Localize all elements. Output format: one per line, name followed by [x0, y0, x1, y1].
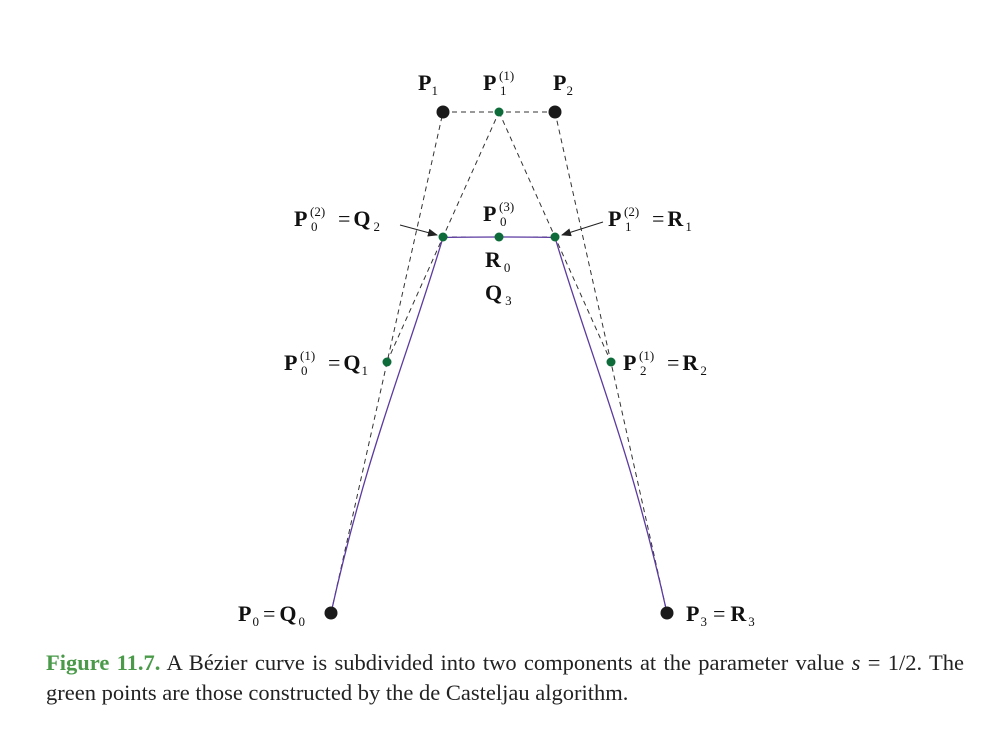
caption-equation: = 1/2	[860, 650, 917, 675]
caption-text-1: A Bézier curve is subdivided into two co…	[160, 650, 852, 675]
label-p0-1-sup: (1)	[300, 348, 315, 363]
label-p1-1-sup: (1)	[499, 68, 514, 83]
casteljau-point-q2	[438, 232, 448, 242]
label-p1-1-sub: 1	[500, 83, 507, 98]
label-p0-3: P	[483, 201, 496, 226]
label-p0-3-sup: (3)	[499, 199, 514, 214]
label-p0-1-sub: 0	[301, 363, 308, 378]
control-point-p0	[324, 606, 338, 620]
casteljau-point-r1	[550, 232, 560, 242]
label-p2-1-sub: 2	[640, 363, 647, 378]
caption-text-2: . The green points are those constructed…	[46, 650, 964, 705]
figure-number: Figure 11.7.	[46, 650, 161, 675]
label-p1-2-sup: (2)	[624, 204, 639, 219]
arrow-to-r1	[561, 221, 604, 237]
control-point-p1	[436, 105, 450, 119]
label-p0-1: P	[284, 350, 297, 375]
figure-caption: Figure 11.7. A Bézier curve is subdivide…	[46, 648, 964, 708]
label-p2-1-sup: (1)	[639, 348, 654, 363]
arrow-to-q2	[399, 224, 438, 237]
control-point-p3	[660, 606, 674, 620]
control-point-p2	[548, 105, 562, 119]
label-p0-2-sup: (2)	[310, 204, 325, 219]
label-p2-1: P	[623, 350, 636, 375]
casteljau-point-r2	[606, 357, 616, 367]
casteljau-point-p0-3	[494, 232, 504, 242]
label-p1-2: P	[608, 206, 621, 231]
label-p1-2-sub: 1	[625, 219, 632, 234]
label-p0-3-sub: 0	[500, 214, 507, 229]
casteljau-point-q1	[382, 357, 392, 367]
label-p1: P1	[418, 70, 438, 98]
label-p0-2: P	[294, 206, 307, 231]
casteljau-point-p1-1	[494, 107, 504, 117]
label-p0-2-sub: 0	[311, 219, 318, 234]
label-p1-1: P	[483, 70, 496, 95]
caption-variable-s: s	[851, 650, 861, 675]
label-q1: =Q1	[328, 350, 368, 378]
label-p2: P2	[553, 70, 573, 98]
